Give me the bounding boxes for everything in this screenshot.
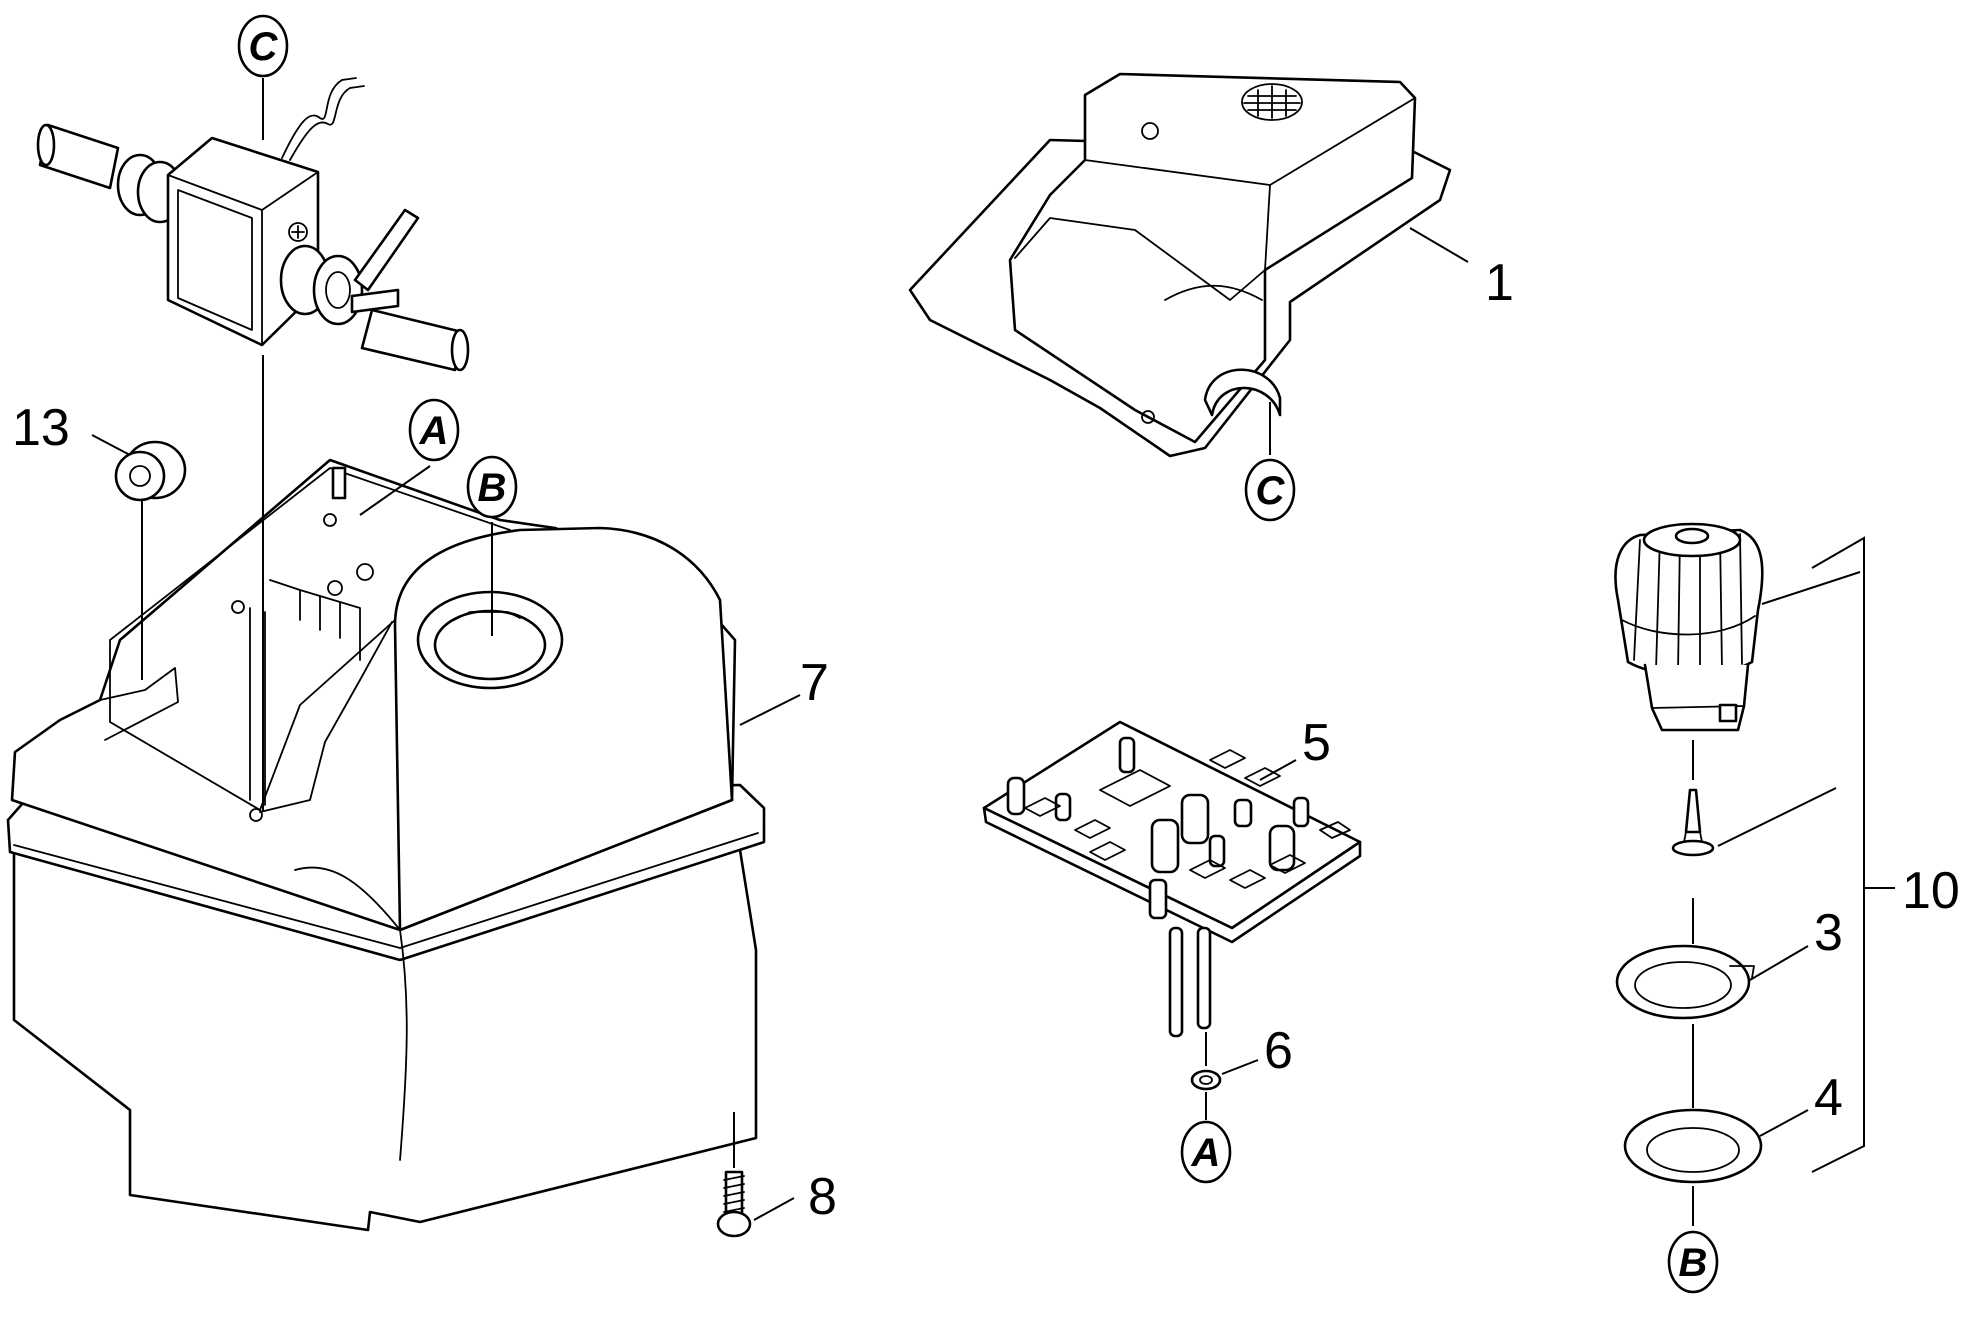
reference-marker-b-upper: B [466,455,518,519]
vent-grille [1241,83,1303,121]
reference-marker-c-upper: C [237,14,289,78]
part-8-screw [716,1170,752,1238]
capacitors [1006,736,1310,920]
board-pins [1168,926,1212,1038]
svg-text:A: A [419,409,449,453]
reference-marker-a-lower: A [1180,1120,1232,1184]
solenoid-valve [36,77,470,372]
part-number-6: 6 [1264,1022,1293,1080]
part-number-1: 1 [1485,254,1514,312]
board-components [1024,749,1351,889]
part-number-10: 10 [1902,862,1960,920]
svg-text:C: C [249,25,279,69]
part-number-4: 4 [1814,1069,1843,1127]
leader-lines [91,78,1895,1226]
part-6-small-seal [1190,1069,1222,1091]
part-4-washer [1623,1108,1763,1184]
part-3-ring [1615,944,1755,1020]
float-pin [1671,788,1715,857]
part-number-13: 13 [12,399,70,457]
part-number-5: 5 [1302,714,1331,772]
part-10-float-kit [1614,522,1764,1184]
reference-marker-c-lower: C [1244,458,1296,522]
part-1-cover [908,72,1452,458]
svg-text:B: B [1679,1241,1708,1285]
part-5-circuit-board [982,720,1362,1038]
float-knob [1614,522,1764,732]
svg-text:A: A [1191,1131,1221,1175]
part-number-labels: 1 13 7 5 6 8 3 4 10 [12,254,1960,1226]
part-13-grommet [114,440,187,502]
part-number-3: 3 [1814,904,1843,962]
reference-marker-b-lower: B [1667,1230,1719,1294]
part-number-8: 8 [808,1168,837,1226]
part-number-7: 7 [800,654,829,712]
part-7-housing [6,458,766,1232]
reference-marker-a-upper: A [408,398,460,462]
svg-text:C: C [1256,469,1286,513]
svg-text:B: B [478,466,507,510]
